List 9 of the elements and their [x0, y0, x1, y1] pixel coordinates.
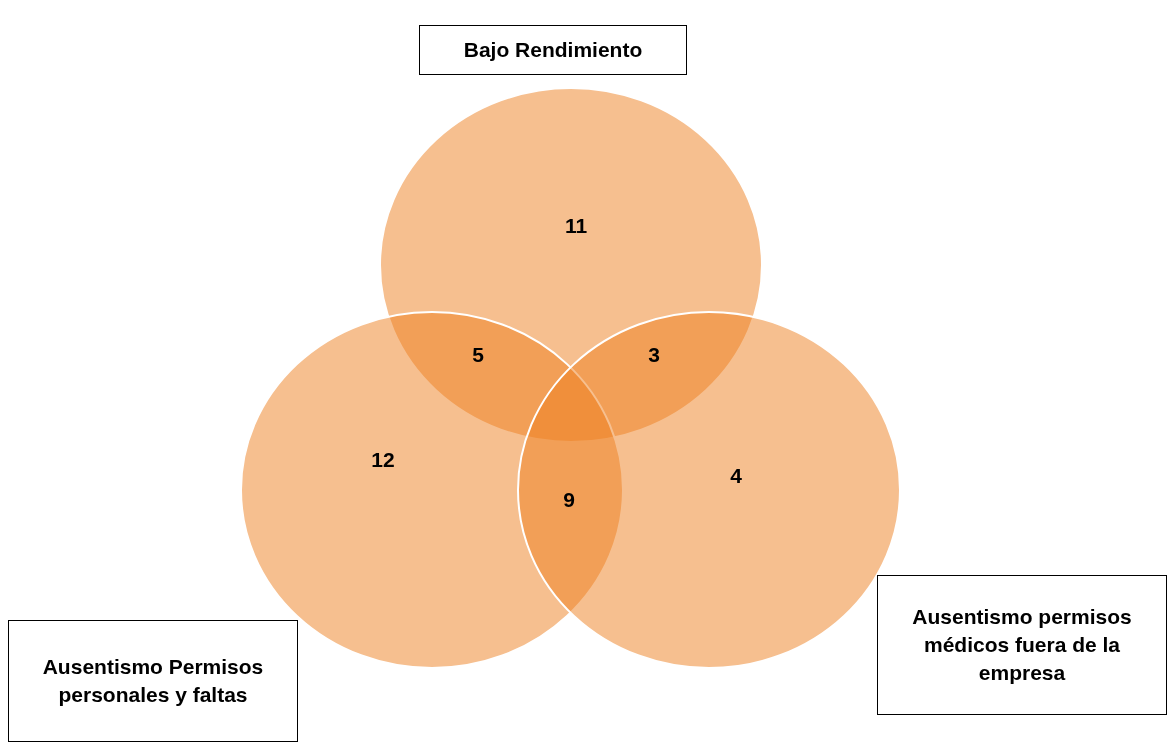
- set-label-box: Ausentismo Permisos personales y faltas: [8, 620, 298, 742]
- region-count: 4: [730, 464, 742, 488]
- region-count: 5: [472, 343, 484, 367]
- set-label-box: Bajo Rendimiento: [419, 25, 687, 75]
- region-count: 3: [648, 343, 660, 367]
- region-count: 12: [371, 448, 395, 472]
- region-count: 11: [564, 214, 588, 238]
- region-count: 9: [563, 488, 575, 512]
- set-label-box: Ausentismo permisos médicos fuera de la empresa: [877, 575, 1167, 715]
